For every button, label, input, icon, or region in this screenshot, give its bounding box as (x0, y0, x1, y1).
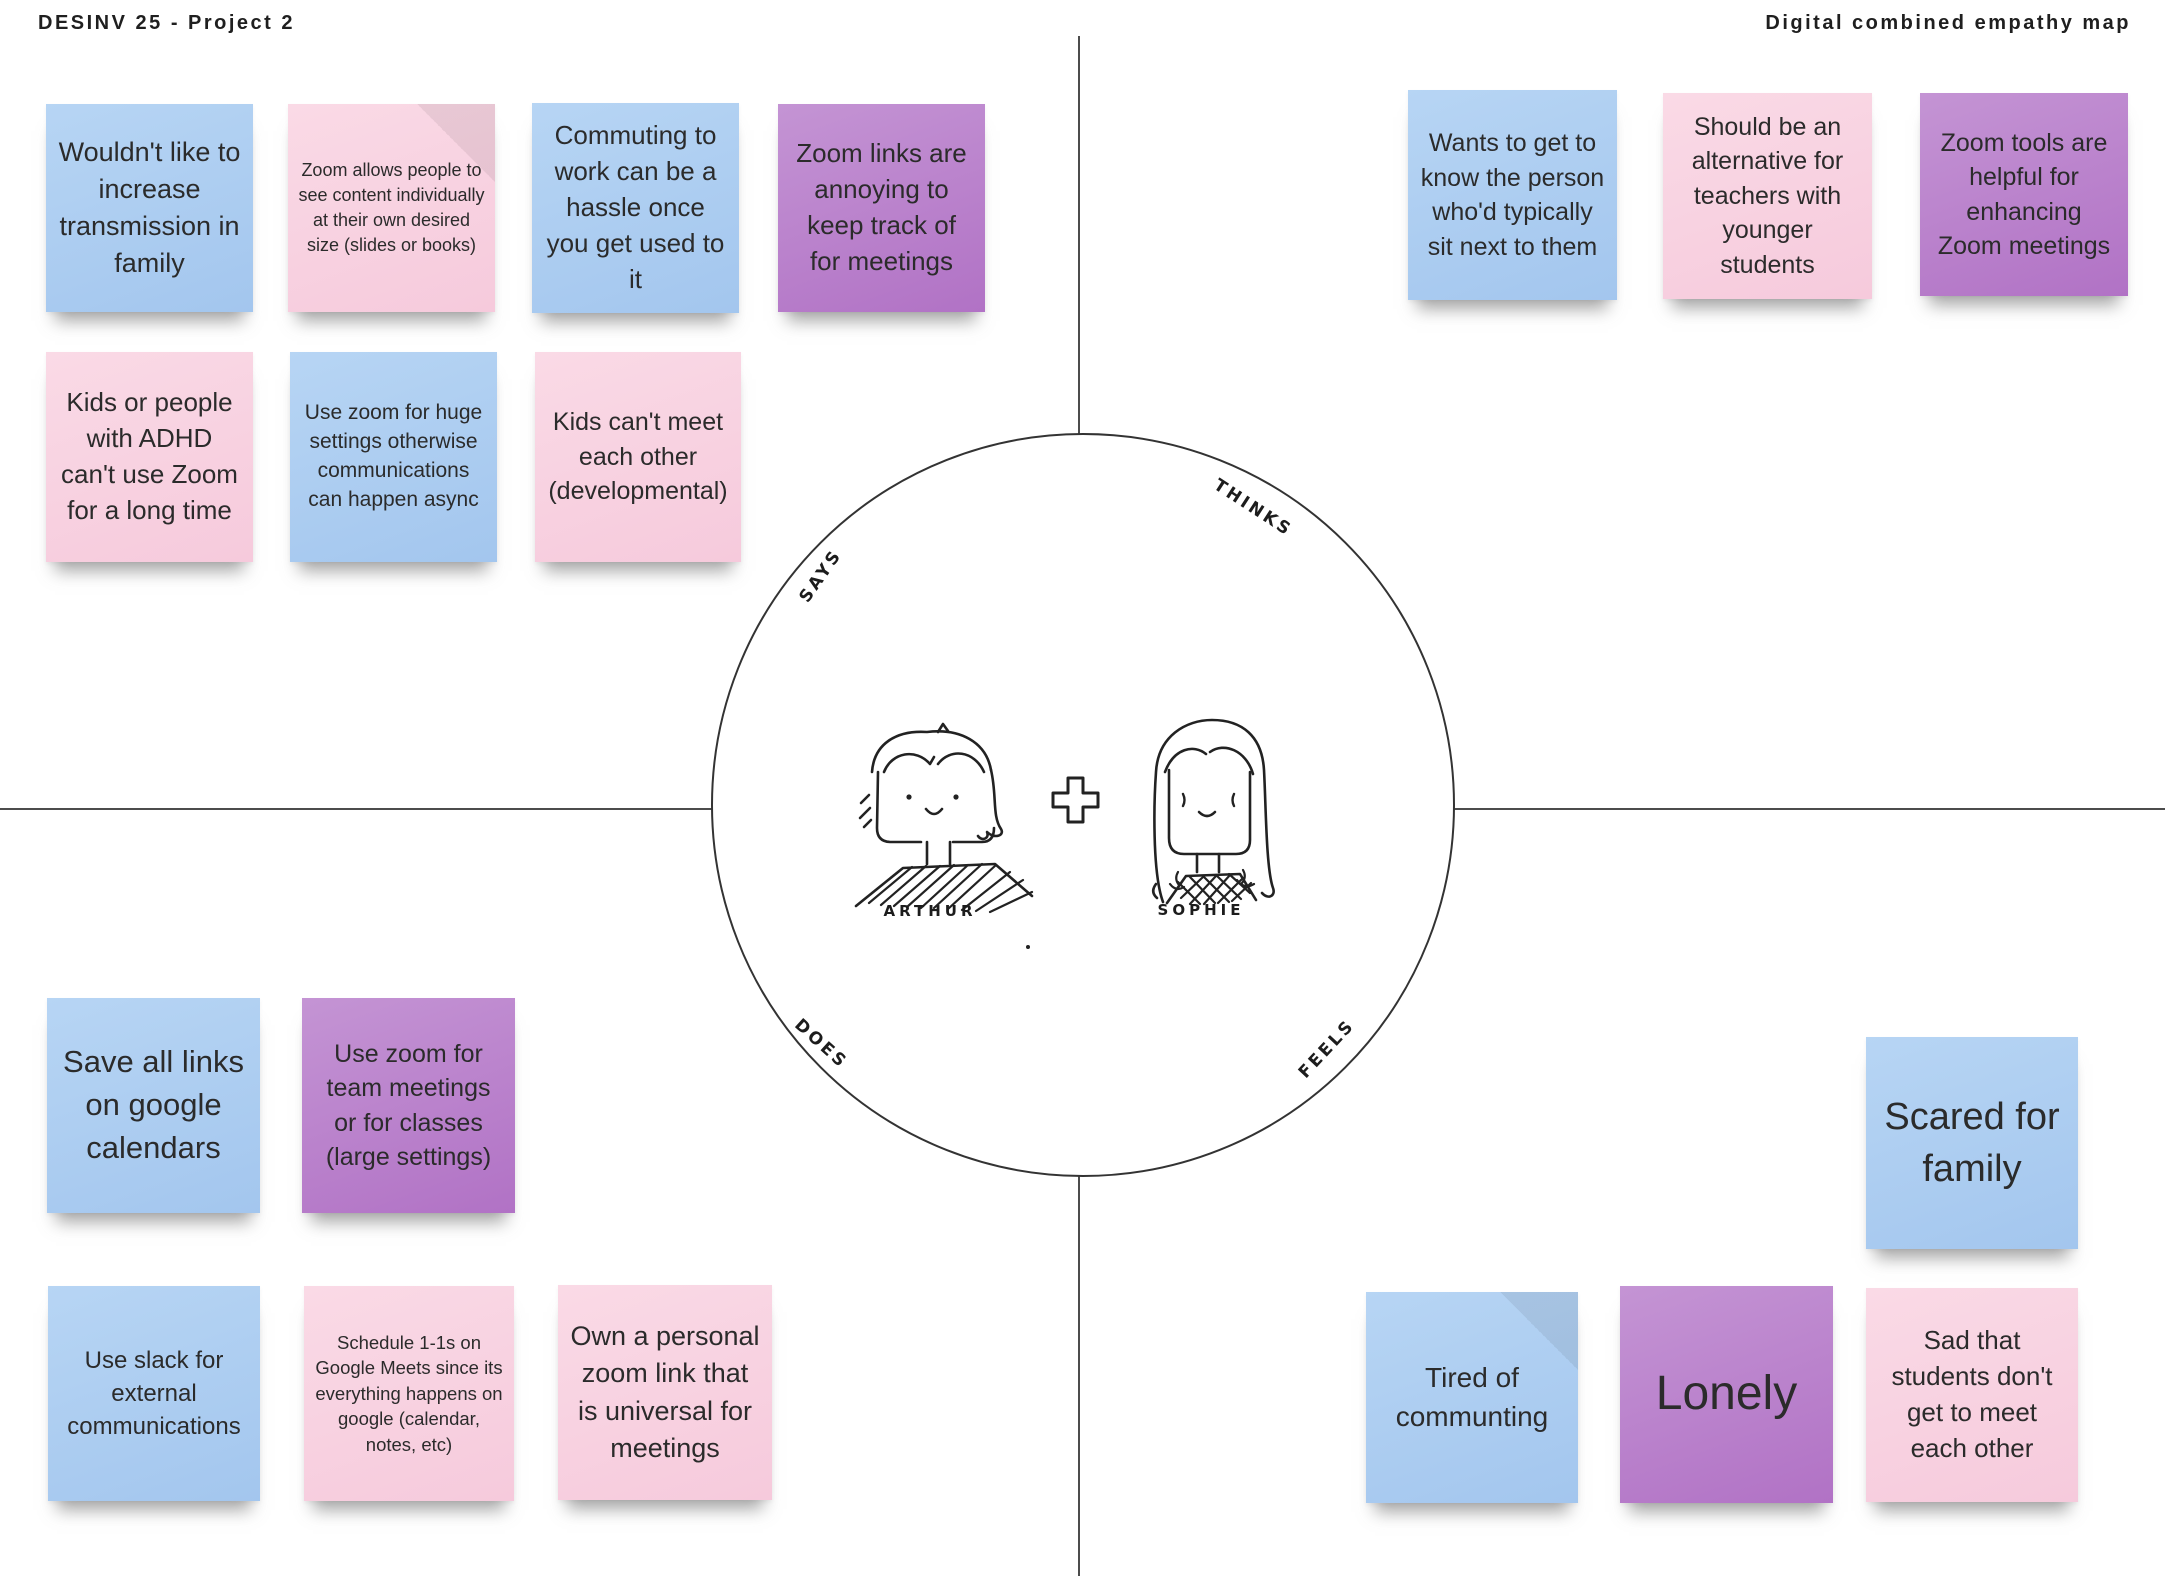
sticky-note[interactable]: Commuting to work can be a hassle once y… (532, 103, 739, 313)
sticky-note[interactable]: Zoom links are annoying to keep track of… (778, 104, 985, 312)
plus-icon (1051, 776, 1100, 824)
sticky-note[interactable]: Tired of communting (1366, 1292, 1578, 1503)
sticky-note[interactable]: Own a personal zoom link that is univers… (558, 1285, 772, 1500)
arthur-hair-icon (870, 730, 993, 774)
sticky-note[interactable]: Should be an alternative for teachers wi… (1663, 93, 1872, 299)
sticky-note[interactable]: Schedule 1-1s on Google Meets since its … (304, 1286, 514, 1501)
sophie-hair-icon (1153, 718, 1275, 904)
stray-dot-icon (1026, 945, 1030, 949)
board-subtitle: Digital combined empathy map (1765, 12, 2131, 34)
person-name-arthur: ARTHUR (883, 902, 977, 920)
person-name-sophie: SOPHIE (1157, 901, 1245, 919)
sticky-note[interactable]: Use zoom for huge settings otherwise com… (290, 352, 497, 562)
sticky-note[interactable]: Zoom allows people to see content indivi… (288, 104, 495, 312)
sticky-note[interactable]: Wouldn't like to increase transmission i… (46, 104, 253, 312)
sticky-note[interactable]: Scared for family (1866, 1037, 2078, 1249)
sticky-note[interactable]: Kids can't meet each other (developmenta… (535, 352, 741, 562)
sticky-note[interactable]: Kids or people with ADHD can't use Zoom … (46, 352, 253, 562)
persons-drawing (854, 718, 1275, 949)
board-title: DESINV 25 - Project 2 (38, 12, 296, 34)
sophie-face-icon (1167, 768, 1252, 856)
arthur-face-icon (875, 770, 996, 844)
sticky-note[interactable]: Zoom tools are helpful for enhancing Zoo… (1920, 93, 2128, 296)
sticky-note[interactable]: Wants to get to know the person who'd ty… (1408, 90, 1617, 300)
center-circle (711, 433, 1455, 1177)
sticky-note[interactable]: Save all links on google calendars (47, 998, 260, 1213)
sticky-note[interactable]: Use slack for external communications (48, 1286, 260, 1501)
sticky-note[interactable]: Lonely (1620, 1286, 1833, 1503)
arthur-shirt-icon (854, 862, 1034, 908)
sticky-note[interactable]: Sad that students don't get to meet each… (1866, 1288, 2078, 1502)
sticky-note[interactable]: Use zoom for team meetings or for classe… (302, 998, 515, 1213)
